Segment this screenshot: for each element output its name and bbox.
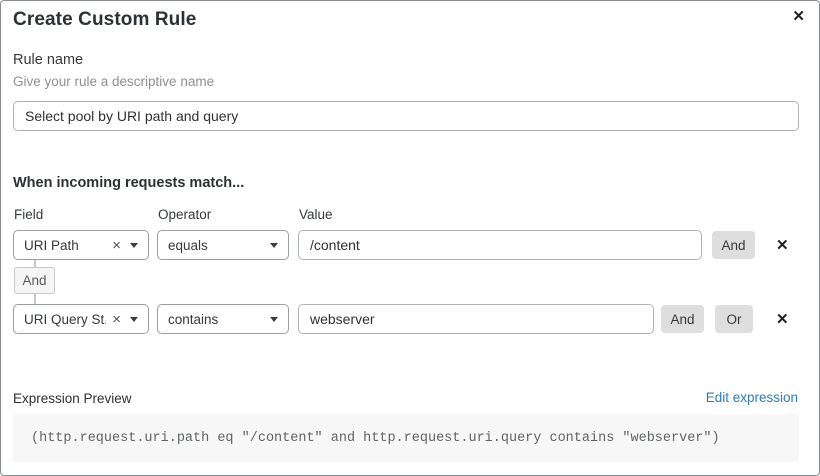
operator-select-row1-value: equals (168, 237, 208, 253)
chevron-down-icon (130, 316, 138, 322)
clear-icon[interactable]: × (112, 310, 121, 328)
delete-row2-icon[interactable]: ✕ (776, 311, 789, 328)
clear-icon[interactable]: × (112, 236, 121, 254)
delete-row1-icon[interactable]: ✕ (776, 237, 789, 254)
field-select-row1-value: URI Path (24, 237, 79, 253)
connector-line-top (34, 260, 36, 267)
and-connector-badge: And (14, 267, 55, 294)
match-heading: When incoming requests match... (13, 175, 245, 191)
close-icon[interactable]: ✕ (792, 8, 805, 25)
rule-name-label: Rule name (13, 52, 84, 68)
field-select-row2[interactable]: URI Query St... × (13, 304, 149, 334)
chevron-down-icon (130, 242, 138, 248)
and-button-row2[interactable]: And (661, 305, 704, 333)
operator-column-label: Operator (158, 207, 212, 222)
expression-code: (http.request.uri.path eq "/content" and… (13, 414, 799, 462)
field-select-row1[interactable]: URI Path × (13, 230, 149, 260)
or-button-row2[interactable]: Or (715, 305, 753, 333)
dialog-title: Create Custom Rule (13, 9, 197, 30)
rule-name-hint: Give your rule a descriptive name (13, 74, 215, 89)
value-input-row1[interactable] (298, 230, 702, 260)
and-button-row1[interactable]: And (712, 231, 755, 259)
chevron-down-icon (270, 242, 278, 248)
operator-select-row2[interactable]: contains (157, 304, 289, 334)
value-column-label: Value (299, 207, 333, 222)
chevron-down-icon (270, 316, 278, 322)
field-select-row2-value: URI Query St... (24, 311, 106, 327)
expression-preview-label: Expression Preview (13, 391, 132, 406)
rule-name-input[interactable] (13, 101, 799, 131)
operator-select-row1[interactable]: equals (157, 230, 289, 260)
operator-select-row2-value: contains (168, 311, 219, 327)
value-input-row2[interactable] (298, 304, 654, 334)
connector-line-bottom (34, 294, 36, 304)
field-column-label: Field (14, 207, 44, 222)
edit-expression-link[interactable]: Edit expression (705, 390, 798, 405)
